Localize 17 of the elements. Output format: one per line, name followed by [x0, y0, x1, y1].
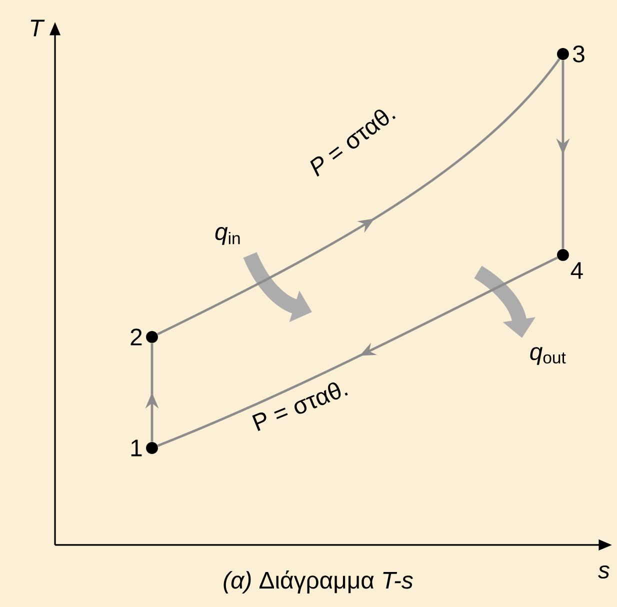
- heat-label: q$_{in}$: [215, 227, 240, 245]
- arrow: [157, 256, 558, 447]
- node-label: 1: [131, 440, 142, 456]
- edge-label: P = σταθ.: [304, 100, 400, 180]
- state-point: 1: [131, 440, 158, 456]
- axis-label: T: [30, 20, 45, 36]
- node-label: 2: [130, 328, 142, 346]
- arrow: [157, 58, 560, 336]
- axis-label: s: [598, 565, 610, 578]
- state-point: 4: [557, 249, 583, 279]
- state-point: 2: [130, 328, 158, 346]
- edge-label: P = σταθ.: [248, 376, 352, 434]
- caption: (α) Διάγραμμα T-s: [224, 570, 413, 594]
- heat-label: q$_{out}$: [530, 347, 566, 365]
- state-point: 3: [557, 46, 584, 62]
- node-label: 3: [573, 46, 584, 62]
- node-label: 4: [570, 262, 583, 279]
